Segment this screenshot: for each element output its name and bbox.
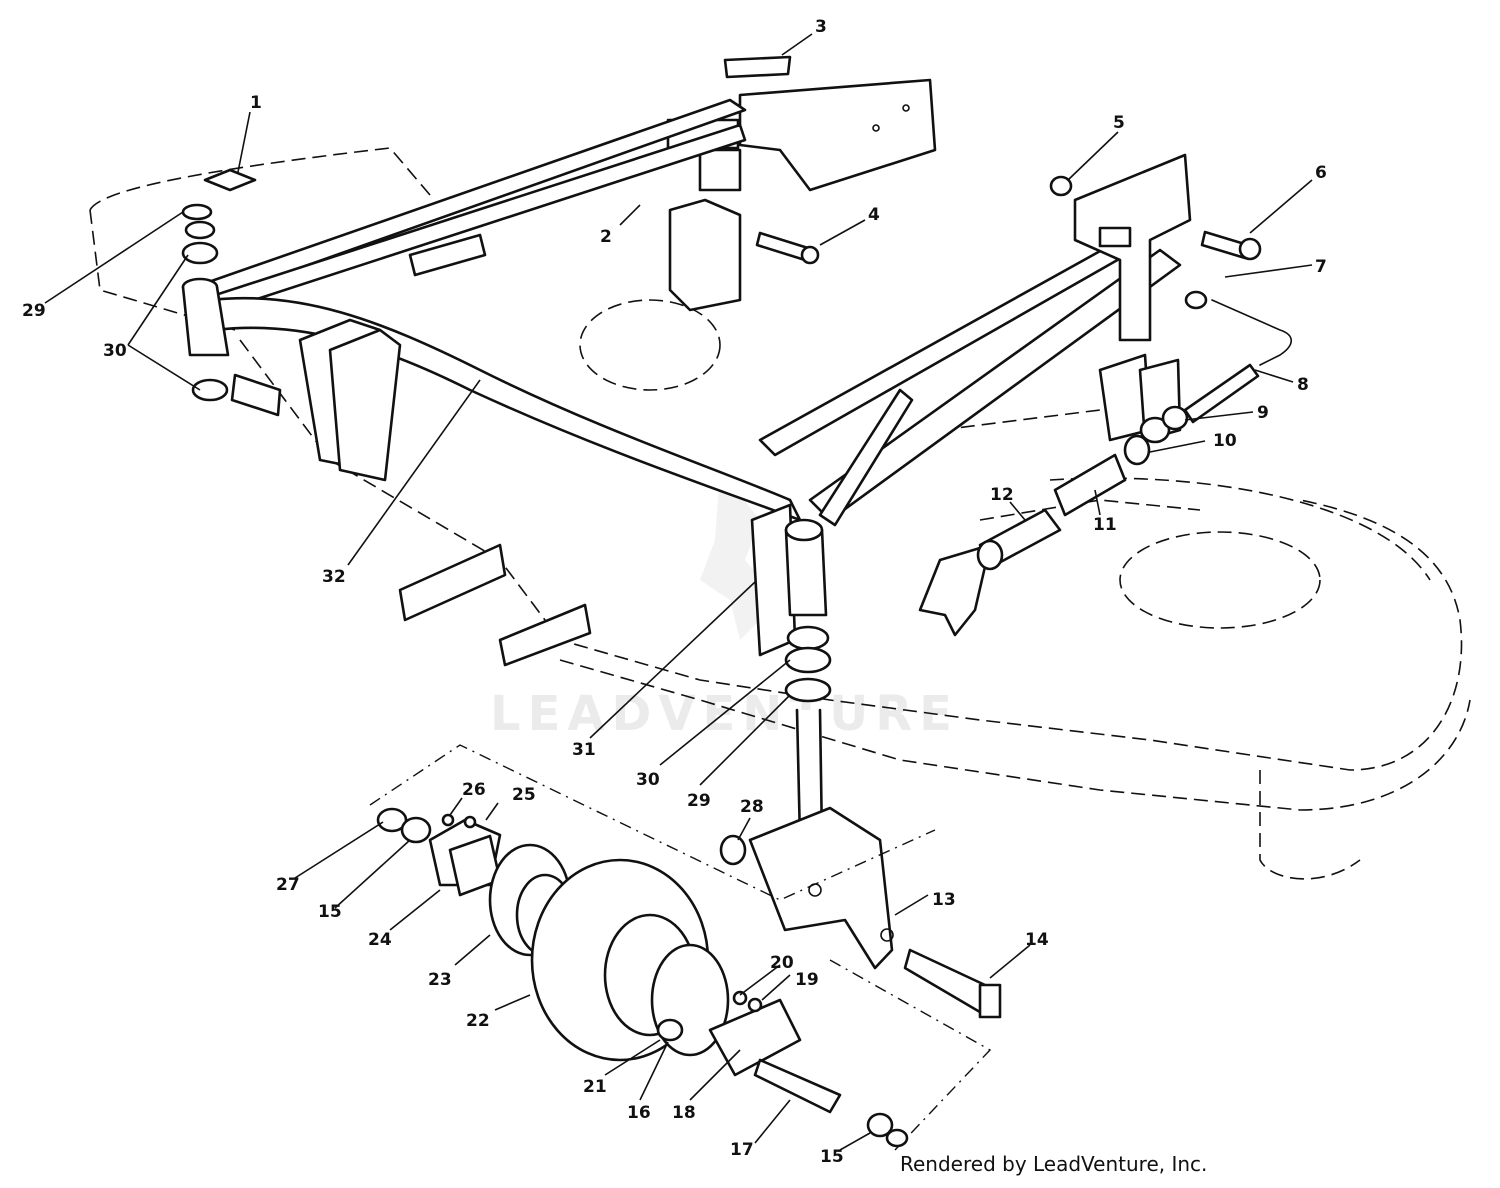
callout-22: 22 bbox=[466, 1011, 490, 1031]
right-pivot-tubes bbox=[181, 168, 257, 402]
callout-2: 2 bbox=[600, 227, 612, 247]
watermark: LEADVENTURE bbox=[490, 470, 959, 742]
callout-9: 9 bbox=[1257, 403, 1269, 423]
callout-11: 11 bbox=[1093, 515, 1117, 535]
callout-19: 19 bbox=[795, 970, 819, 990]
callout-21: 21 bbox=[583, 1077, 607, 1097]
callout-6: 6 bbox=[1315, 163, 1327, 183]
callout-3: 3 bbox=[815, 17, 827, 37]
render-credit: Rendered by LeadVenture, Inc. bbox=[900, 1152, 1208, 1176]
callout-30-center: 30 bbox=[636, 770, 660, 790]
callout-24: 24 bbox=[368, 930, 392, 950]
callout-29-left: 29 bbox=[22, 301, 46, 321]
callout-27: 27 bbox=[276, 875, 300, 895]
callout-32: 32 bbox=[322, 567, 346, 587]
callout-16: 16 bbox=[627, 1103, 651, 1123]
wheel-assembly bbox=[369, 744, 1002, 1151]
callout-20: 20 bbox=[770, 953, 794, 973]
callout-28: 28 bbox=[740, 797, 764, 817]
callout-1: 1 bbox=[250, 93, 262, 113]
callout-5: 5 bbox=[1113, 113, 1125, 133]
spring-assembly bbox=[976, 363, 1260, 571]
rod-and-fasteners bbox=[755, 175, 1293, 366]
callout-12: 12 bbox=[990, 485, 1014, 505]
callout-4: 4 bbox=[868, 205, 880, 225]
callout-25: 25 bbox=[512, 785, 536, 805]
callouts: 1 2 3 4 5 6 7 8 9 10 11 12 13 14 15 15 1… bbox=[22, 17, 1327, 1167]
callout-15-left: 15 bbox=[318, 902, 342, 922]
callout-31: 31 bbox=[572, 740, 596, 760]
frame-rails bbox=[198, 98, 1192, 527]
callout-26: 26 bbox=[462, 780, 486, 800]
watermark-text: LEADVENTURE bbox=[490, 686, 959, 742]
caster-tube bbox=[719, 518, 894, 970]
callout-23: 23 bbox=[428, 970, 452, 990]
deck-hangers bbox=[230, 373, 592, 667]
callout-29-center: 29 bbox=[687, 791, 711, 811]
callout-15-right: 15 bbox=[820, 1147, 844, 1167]
height-adjust-brackets bbox=[298, 198, 1182, 657]
callout-13: 13 bbox=[932, 890, 956, 910]
callout-18: 18 bbox=[672, 1103, 696, 1123]
callout-10: 10 bbox=[1213, 431, 1237, 451]
callout-7: 7 bbox=[1315, 257, 1327, 277]
callout-8: 8 bbox=[1297, 375, 1309, 395]
callout-30-left: 30 bbox=[103, 341, 127, 361]
callout-14: 14 bbox=[1025, 930, 1049, 950]
callout-17: 17 bbox=[730, 1140, 754, 1160]
leader-lines bbox=[44, 33, 1313, 1151]
